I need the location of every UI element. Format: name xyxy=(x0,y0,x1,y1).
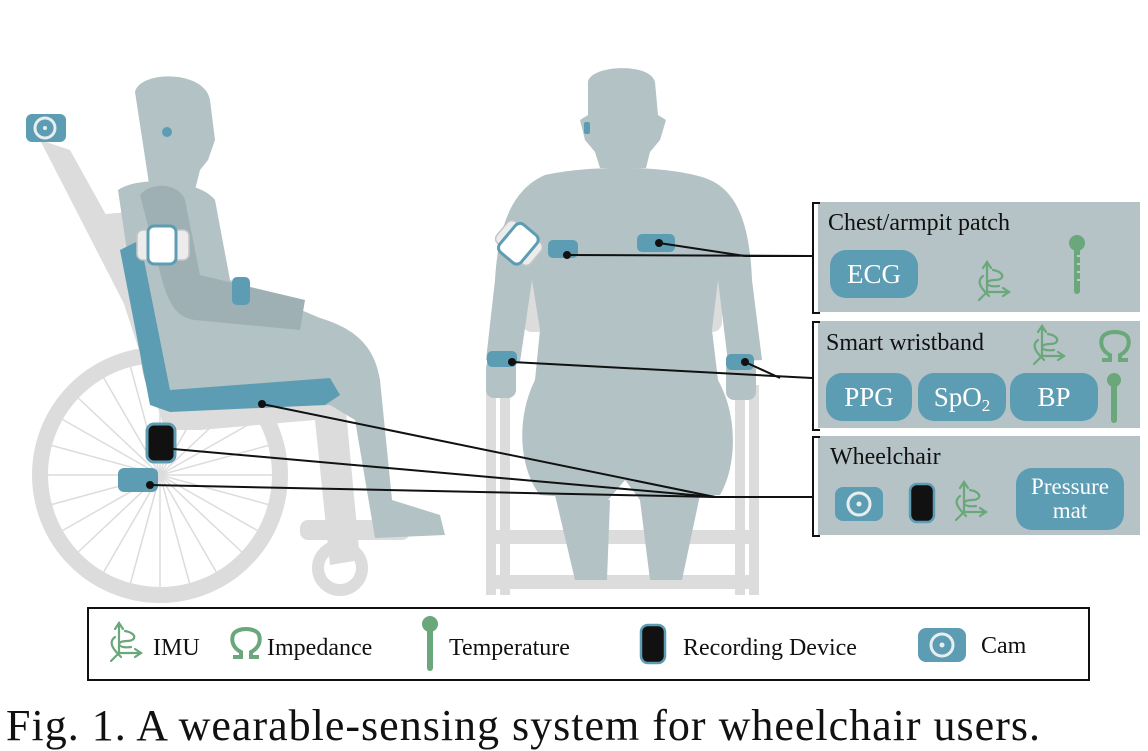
bp-label: BP xyxy=(1037,381,1071,412)
temperature-icon xyxy=(1107,373,1121,423)
wheelchair-panel-bracket xyxy=(812,436,820,537)
legend-imu-label: IMU xyxy=(153,635,200,661)
ppg-label: PPG xyxy=(844,381,894,412)
side-view-figure xyxy=(26,76,445,603)
connector-lines xyxy=(149,242,813,498)
impedance-icon xyxy=(230,627,262,659)
imu-icon xyxy=(109,621,143,663)
imu-icon xyxy=(977,260,1011,302)
recording-device-icon xyxy=(639,623,667,665)
figure-caption: Fig. 1. A wearable-sensing system for wh… xyxy=(6,701,1041,750)
temperature-icon xyxy=(1069,235,1085,294)
spo2-subscript: 2 xyxy=(981,396,991,416)
legend: IMU Impedance Temperature Recording Devi… xyxy=(87,607,1090,681)
spo2-label: SpO xyxy=(933,381,982,412)
wristband-panel-title: Smart wristband xyxy=(826,330,984,356)
ecg-pill: ECG xyxy=(830,250,918,298)
wristband-panel-bracket xyxy=(812,321,820,431)
legend-temperature-label: Temperature xyxy=(449,635,570,661)
bp-pill: BP xyxy=(1010,373,1098,421)
cam-icon xyxy=(918,628,966,662)
cam-icon xyxy=(835,487,883,521)
temperature-icon xyxy=(422,616,438,671)
wheelchair-panel-title: Wheelchair xyxy=(830,444,941,470)
legend-cam-label: Cam xyxy=(981,633,1027,659)
pressure-mat-pill: Pressure mat xyxy=(1016,468,1124,530)
chest-panel-bracket xyxy=(812,202,820,314)
legend-recording-label: Recording Device xyxy=(683,635,857,661)
front-view-figure xyxy=(486,68,762,595)
recording-device-icon xyxy=(908,482,936,524)
imu-icon xyxy=(1032,324,1066,366)
pressure-mat-line1: Pressure xyxy=(1031,473,1109,499)
chest-panel-title: Chest/armpit patch xyxy=(828,210,1010,236)
imu-icon xyxy=(954,480,988,522)
ppg-pill: PPG xyxy=(826,373,912,421)
pressure-mat-line2: mat xyxy=(1052,498,1088,523)
legend-impedance-label: Impedance xyxy=(267,635,373,661)
impedance-icon xyxy=(1099,330,1131,362)
